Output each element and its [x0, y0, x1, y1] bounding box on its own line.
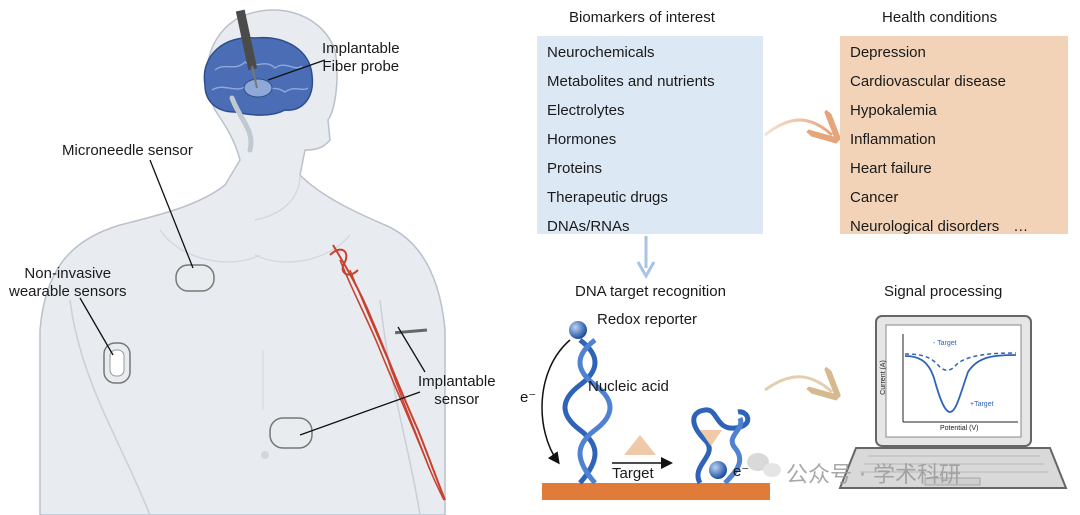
electron-label-right: e⁻ — [733, 463, 750, 480]
arm-vessels-illustration — [329, 244, 446, 501]
list-item: Metabolites and nutrients — [547, 73, 715, 90]
leader-lines — [79, 159, 426, 436]
microneedle-label: Microneedle sensor — [62, 142, 193, 159]
electron-transfer-arrow — [541, 339, 571, 465]
minus-target-label: - Target — [933, 340, 957, 347]
plus-target-label: +Target — [970, 401, 994, 408]
arrow-dna-to-signal — [764, 377, 832, 392]
brain-illustration — [203, 36, 314, 153]
ellipsis: … — [1013, 218, 1029, 235]
list-item: DNAs/RNAs — [547, 218, 630, 235]
x-axis-label: Potential (V) — [940, 425, 979, 432]
human-body-illustration — [39, 9, 446, 515]
implantable-sensor-label: Implantable sensor — [418, 373, 496, 408]
list-item: Neurochemicals — [547, 44, 655, 61]
list-item: Depression — [850, 44, 926, 61]
health-conditions-list: Depression Cardiovascular disease Hypoka… — [840, 36, 1068, 235]
signal-title: Signal processing — [884, 283, 1003, 300]
microneedle-patch — [175, 264, 215, 292]
list-item: Hypokalemia — [850, 102, 937, 119]
dna-strand-bound — [691, 407, 751, 485]
watermark-text: 公众号 · 学术科研 — [786, 463, 961, 488]
list-item: Inflammation — [850, 131, 936, 148]
list-item: Hormones — [547, 131, 617, 148]
fiber-probe-label: Implantable Fiber probe — [322, 40, 400, 75]
list-item: Heart failure — [850, 160, 932, 177]
redox-reporter-label: Redox reporter — [597, 311, 698, 328]
arrow-down-icon — [636, 236, 656, 280]
biomarkers-list: Neurochemicals Metabolites and nutrients… — [537, 36, 763, 235]
list-item: Proteins — [547, 160, 603, 177]
noninvasive-label: Non-invasive wearable sensors — [9, 265, 127, 300]
arrow-biomarkers-to-conditions — [764, 120, 832, 135]
biomarkers-title: Biomarkers of interest — [569, 9, 715, 26]
dna-strand-unbound — [562, 338, 613, 485]
voltammogram-plot — [902, 334, 1018, 423]
list-item: Electrolytes — [547, 102, 625, 119]
nucleic-acid-label: Nucleic acid — [588, 378, 669, 395]
electron-label-left: e⁻ — [520, 389, 537, 406]
laptop-illustration — [838, 315, 1068, 489]
plus-target-curve — [904, 354, 1017, 413]
minus-target-curve — [904, 352, 1017, 371]
torso-shape — [39, 9, 446, 515]
list-item: Cancer — [850, 189, 899, 206]
wearable-sensor — [103, 342, 131, 384]
redox-reporter-bead-bound — [709, 461, 727, 479]
health-title: Health conditions — [882, 9, 998, 26]
list-item: Cardiovascular disease — [850, 73, 1006, 90]
target-triangle — [624, 435, 656, 455]
y-axis-label: Current (A) — [879, 360, 887, 395]
bound-target-triangle — [700, 430, 722, 446]
list-item: Therapeutic drugs — [547, 189, 668, 206]
fiber-probe-illustration — [235, 9, 326, 89]
implantable-sensor-device — [269, 417, 313, 449]
dna-title: DNA target recognition — [575, 283, 726, 300]
target-label: Target — [612, 465, 654, 482]
wechat-icon — [747, 453, 781, 477]
list-item: Neurological disorders … — [850, 212, 1058, 241]
electrode-surface — [542, 483, 770, 500]
redox-reporter-bead — [569, 321, 587, 339]
